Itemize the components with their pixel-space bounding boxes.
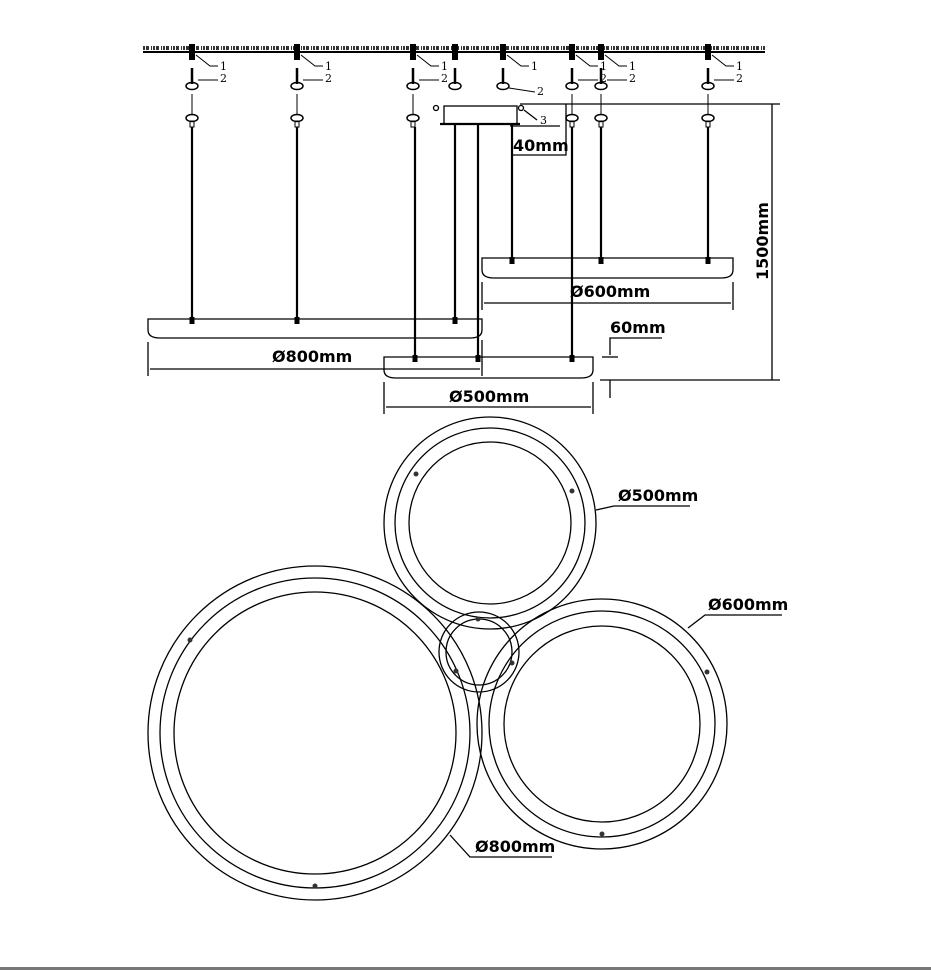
part-label-1: 1: [600, 60, 607, 73]
suspension-rod: [598, 127, 604, 264]
ceiling-mount: 12: [185, 44, 227, 128]
ceiling-mount: 12: [496, 44, 544, 98]
dim-800-side: Ø800mm: [147, 340, 483, 376]
suspension-rod: [569, 127, 575, 362]
suspension-rod: [509, 124, 515, 264]
leader-600-plan: Ø600mm: [687, 595, 788, 629]
dim-600-side: Ø600mm: [481, 282, 734, 310]
canopy-plan: [438, 611, 520, 693]
ring-500-side: [383, 356, 594, 379]
suspension-rod: [412, 127, 418, 362]
part-label-2: 2: [441, 72, 448, 85]
ring-500-plan: [383, 416, 597, 630]
plan-ring-600-label: Ø600mm: [708, 595, 788, 614]
part-label-2: 2: [600, 72, 607, 85]
ceiling-mount: [448, 44, 462, 91]
part-label-1: 1: [531, 60, 538, 73]
suspension-rod: [475, 124, 481, 362]
part-label-2: 2: [220, 72, 227, 85]
part-label-2: 2: [736, 72, 743, 85]
ring-500-dimension: Ø500mm: [449, 387, 529, 406]
plan-ring-500-label: Ø500mm: [618, 486, 698, 505]
part-label-1: 1: [441, 60, 448, 73]
ceiling-mount: 12: [290, 44, 332, 128]
ring-600-plan: [476, 598, 728, 850]
ceiling-mount: 12: [406, 44, 448, 128]
total-height-dimension: 1500mm: [753, 202, 772, 280]
ring-height-dimension: 60mm: [610, 318, 666, 337]
part-label-1: 1: [736, 60, 743, 73]
ring-800-side: [147, 318, 483, 339]
canopy: 3 40mm: [432, 103, 780, 156]
canopy-offset-dimension: 40mm: [513, 136, 569, 155]
leader-500-plan: Ø500mm: [595, 486, 698, 511]
ceiling-mount: 12: [594, 44, 636, 128]
part-label-2: 2: [629, 72, 636, 85]
suspension-rod: [452, 124, 458, 324]
ring-600-side: [481, 257, 734, 279]
suspension-rod: [705, 127, 711, 264]
ceiling-mount: 12: [701, 44, 743, 128]
leader-800-plan: Ø800mm: [449, 834, 555, 858]
dim-500-side: Ø500mm: [383, 382, 594, 414]
suspension-rod: [189, 127, 195, 324]
dim-ring-height: 60mm: [602, 318, 666, 398]
part-label-3: 3: [540, 114, 547, 127]
plan-ring-800-label: Ø800mm: [475, 837, 555, 856]
part-label-1: 1: [629, 60, 636, 73]
ring-600-dimension: Ø600mm: [570, 282, 650, 301]
part-label-1: 1: [220, 60, 227, 73]
part-label-1: 1: [325, 60, 332, 73]
bottom-border: [0, 967, 931, 970]
suspension-rod: [294, 127, 300, 324]
part-label-2: 2: [537, 85, 544, 98]
part-label-2: 2: [325, 72, 332, 85]
ring-800-dimension: Ø800mm: [272, 347, 352, 366]
dim-height: 1500mm: [600, 104, 780, 381]
ring-800-plan: [147, 565, 483, 901]
